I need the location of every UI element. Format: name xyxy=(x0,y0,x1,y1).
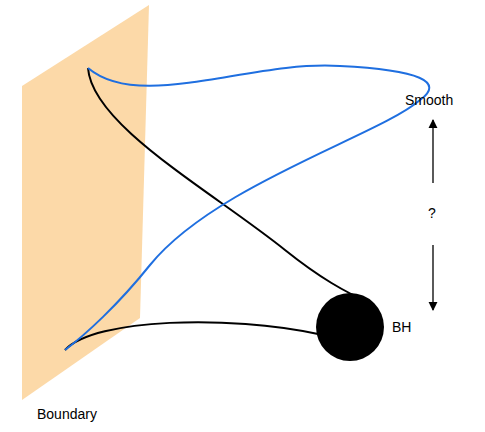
state-label: BH xyxy=(392,320,411,335)
state-label: Smooth xyxy=(405,93,453,108)
geodesic-curve xyxy=(65,322,318,350)
arrow xyxy=(432,120,433,183)
arrow xyxy=(432,245,433,310)
black-hole xyxy=(316,293,384,361)
boundary-plane xyxy=(22,5,149,400)
smooth-curve xyxy=(65,66,429,350)
question-mark: ? xyxy=(428,206,436,221)
geodesic-curve xyxy=(88,68,372,304)
boundary-label: Boundary xyxy=(37,407,97,422)
